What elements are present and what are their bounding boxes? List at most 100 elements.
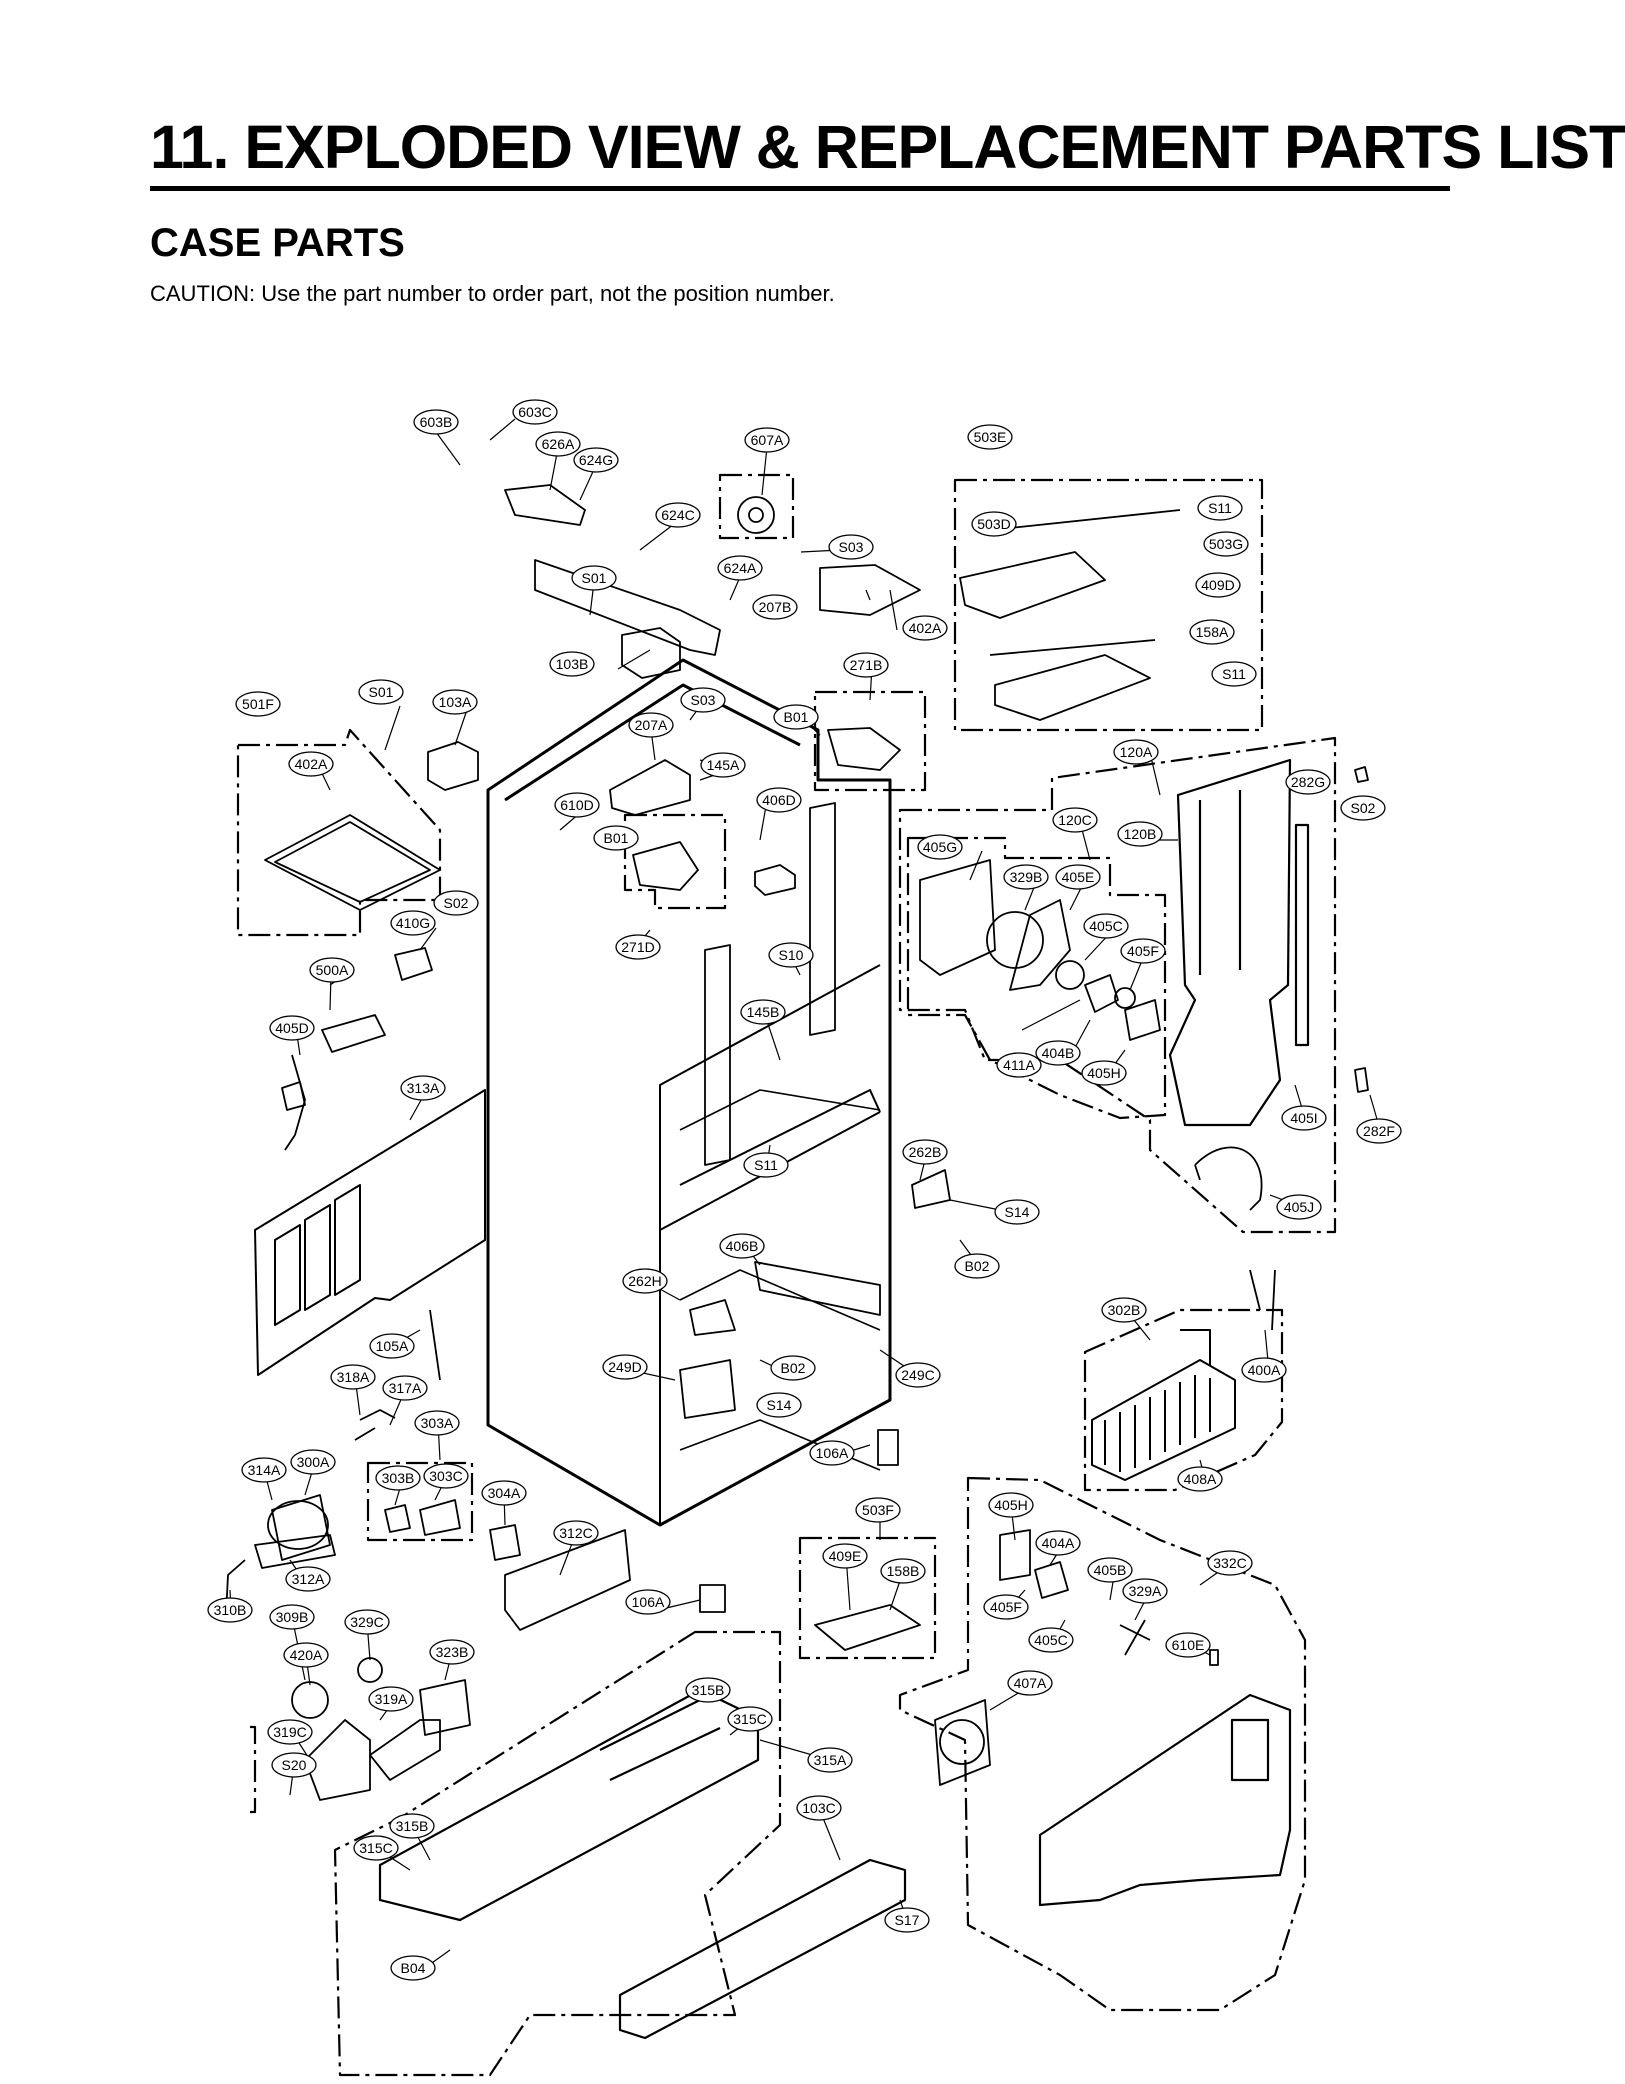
callout-626a: 626A xyxy=(535,431,581,457)
shroud-405E xyxy=(1009,899,1071,991)
boundary-120A xyxy=(898,736,1337,1234)
callout-302b: 302B xyxy=(1101,1297,1147,1323)
callout-bubble xyxy=(353,1835,399,1861)
callout-309b: 309B xyxy=(269,1604,315,1630)
callout-406d: 406D xyxy=(756,787,802,813)
callout-text: 405C xyxy=(1089,918,1122,934)
callout-332c: 332C xyxy=(1207,1550,1253,1576)
hinge-271D xyxy=(632,841,699,891)
callout-624c: 624C xyxy=(655,502,701,528)
callout-bubble xyxy=(553,1520,599,1546)
callout-410g: 410G xyxy=(390,910,436,936)
callout-text: 309B xyxy=(276,1609,309,1625)
cover-103A xyxy=(427,741,479,791)
callout-503d: 503D xyxy=(971,511,1017,537)
callout-text: 303B xyxy=(382,1470,415,1486)
callout-text: 106A xyxy=(632,1594,665,1610)
callout-405e: 405E xyxy=(1055,864,1101,890)
callout-315a: 315A xyxy=(807,1747,853,1773)
callout-bubble xyxy=(622,1268,668,1294)
callout-303c: 303C xyxy=(423,1463,469,1489)
cabinet-interior-line-2 xyxy=(679,1269,881,1331)
callout-text: 249D xyxy=(608,1359,641,1375)
callout-text: 106A xyxy=(816,1445,849,1461)
callout-405d: 405D xyxy=(269,1015,315,1041)
callout-text: S03 xyxy=(691,692,716,708)
bracket-405H-lower xyxy=(999,1529,1031,1581)
callout-bubble xyxy=(1177,1466,1223,1492)
callout-bubble xyxy=(655,502,701,528)
callout-303b: 303B xyxy=(375,1465,421,1491)
callout-317a: 317A xyxy=(382,1375,428,1401)
callout-text: 103B xyxy=(556,656,589,672)
callout-text: 314A xyxy=(248,1462,281,1478)
callout-text: 262H xyxy=(628,1273,661,1289)
callout-bubble xyxy=(285,1566,331,1592)
bracket-626A xyxy=(504,484,586,526)
callout-text: 405F xyxy=(990,1599,1022,1615)
base-312A xyxy=(254,1534,336,1569)
clip-282G xyxy=(1354,766,1369,783)
callout-bubble xyxy=(895,1362,941,1388)
callout-bubble xyxy=(719,1233,765,1259)
callout-b02: B02 xyxy=(770,1355,816,1381)
callout-404a: 404A xyxy=(1035,1530,1081,1556)
callout-402a: 402A xyxy=(902,615,948,641)
callout-bubble xyxy=(288,751,334,777)
callout-text: 319C xyxy=(273,1724,306,1740)
section-title: CASE PARTS xyxy=(150,221,405,265)
boundary-607A xyxy=(718,473,795,540)
callout-bubble xyxy=(535,431,581,457)
callout-text: 409E xyxy=(829,1548,862,1564)
callout-bubble xyxy=(1087,1557,1133,1583)
callout-408a: 408A xyxy=(1177,1466,1223,1492)
callout-624a: 624A xyxy=(717,555,763,581)
caution-note: CAUTION: Use the part number to order pa… xyxy=(150,281,835,306)
callout-bubble xyxy=(717,555,763,581)
callout-bubble xyxy=(625,1589,671,1615)
callout-405b: 405B xyxy=(1087,1557,1133,1583)
callout-text: 282G xyxy=(1291,774,1325,790)
callout-bubble xyxy=(1207,1550,1253,1576)
callout-120a: 120A xyxy=(1113,739,1159,765)
callout-b01: B01 xyxy=(773,704,819,730)
callout-bubble xyxy=(756,787,802,813)
callout-bubble xyxy=(1197,495,1243,521)
callout-s02: S02 xyxy=(433,890,479,916)
callout-text: 315B xyxy=(692,1682,725,1698)
duct-406B xyxy=(754,1261,881,1316)
callout-text: 405G xyxy=(923,839,957,855)
callout-406b: 406B xyxy=(719,1233,765,1259)
callout-303a: 303A xyxy=(414,1410,460,1436)
callout-bubble xyxy=(628,712,674,738)
callout-text: 603C xyxy=(518,404,551,420)
page-title: 11. EXPLODED VIEW & REPLACEMENT PARTS LI… xyxy=(150,113,1625,181)
callout-text: 410G xyxy=(396,915,430,931)
callout-282g: 282G xyxy=(1285,769,1331,795)
callout-bubble xyxy=(967,424,1013,450)
callout-145b: 145B xyxy=(740,999,786,1025)
callout-bubble xyxy=(880,1558,926,1584)
callout-text: 105A xyxy=(376,1338,409,1354)
callout-text: 402A xyxy=(295,756,328,772)
callout-bubble xyxy=(809,1440,855,1466)
callout-text: 404A xyxy=(1042,1535,1075,1551)
base-plate-315A xyxy=(378,1688,760,1922)
callout-bubble xyxy=(554,792,600,818)
callout-text: S01 xyxy=(582,570,607,586)
callout-bubble xyxy=(615,934,661,960)
drain-105A xyxy=(429,1309,441,1381)
motor-404A xyxy=(1034,1561,1069,1599)
callout-bubble xyxy=(1340,795,1386,821)
callout-607a: 607A xyxy=(744,427,790,453)
callout-158a: 158A xyxy=(1189,619,1235,645)
callout-text: 405I xyxy=(1290,1110,1317,1126)
callout-bubble xyxy=(1285,769,1331,795)
callout-bubble xyxy=(1113,739,1159,765)
board-500A xyxy=(321,1014,386,1053)
callout-bubble xyxy=(727,1706,773,1732)
cabinet-outline xyxy=(486,658,892,1527)
callout-text: 158A xyxy=(1196,624,1229,640)
callout-text: S14 xyxy=(1005,1204,1030,1220)
fan-405F xyxy=(1114,987,1136,1009)
